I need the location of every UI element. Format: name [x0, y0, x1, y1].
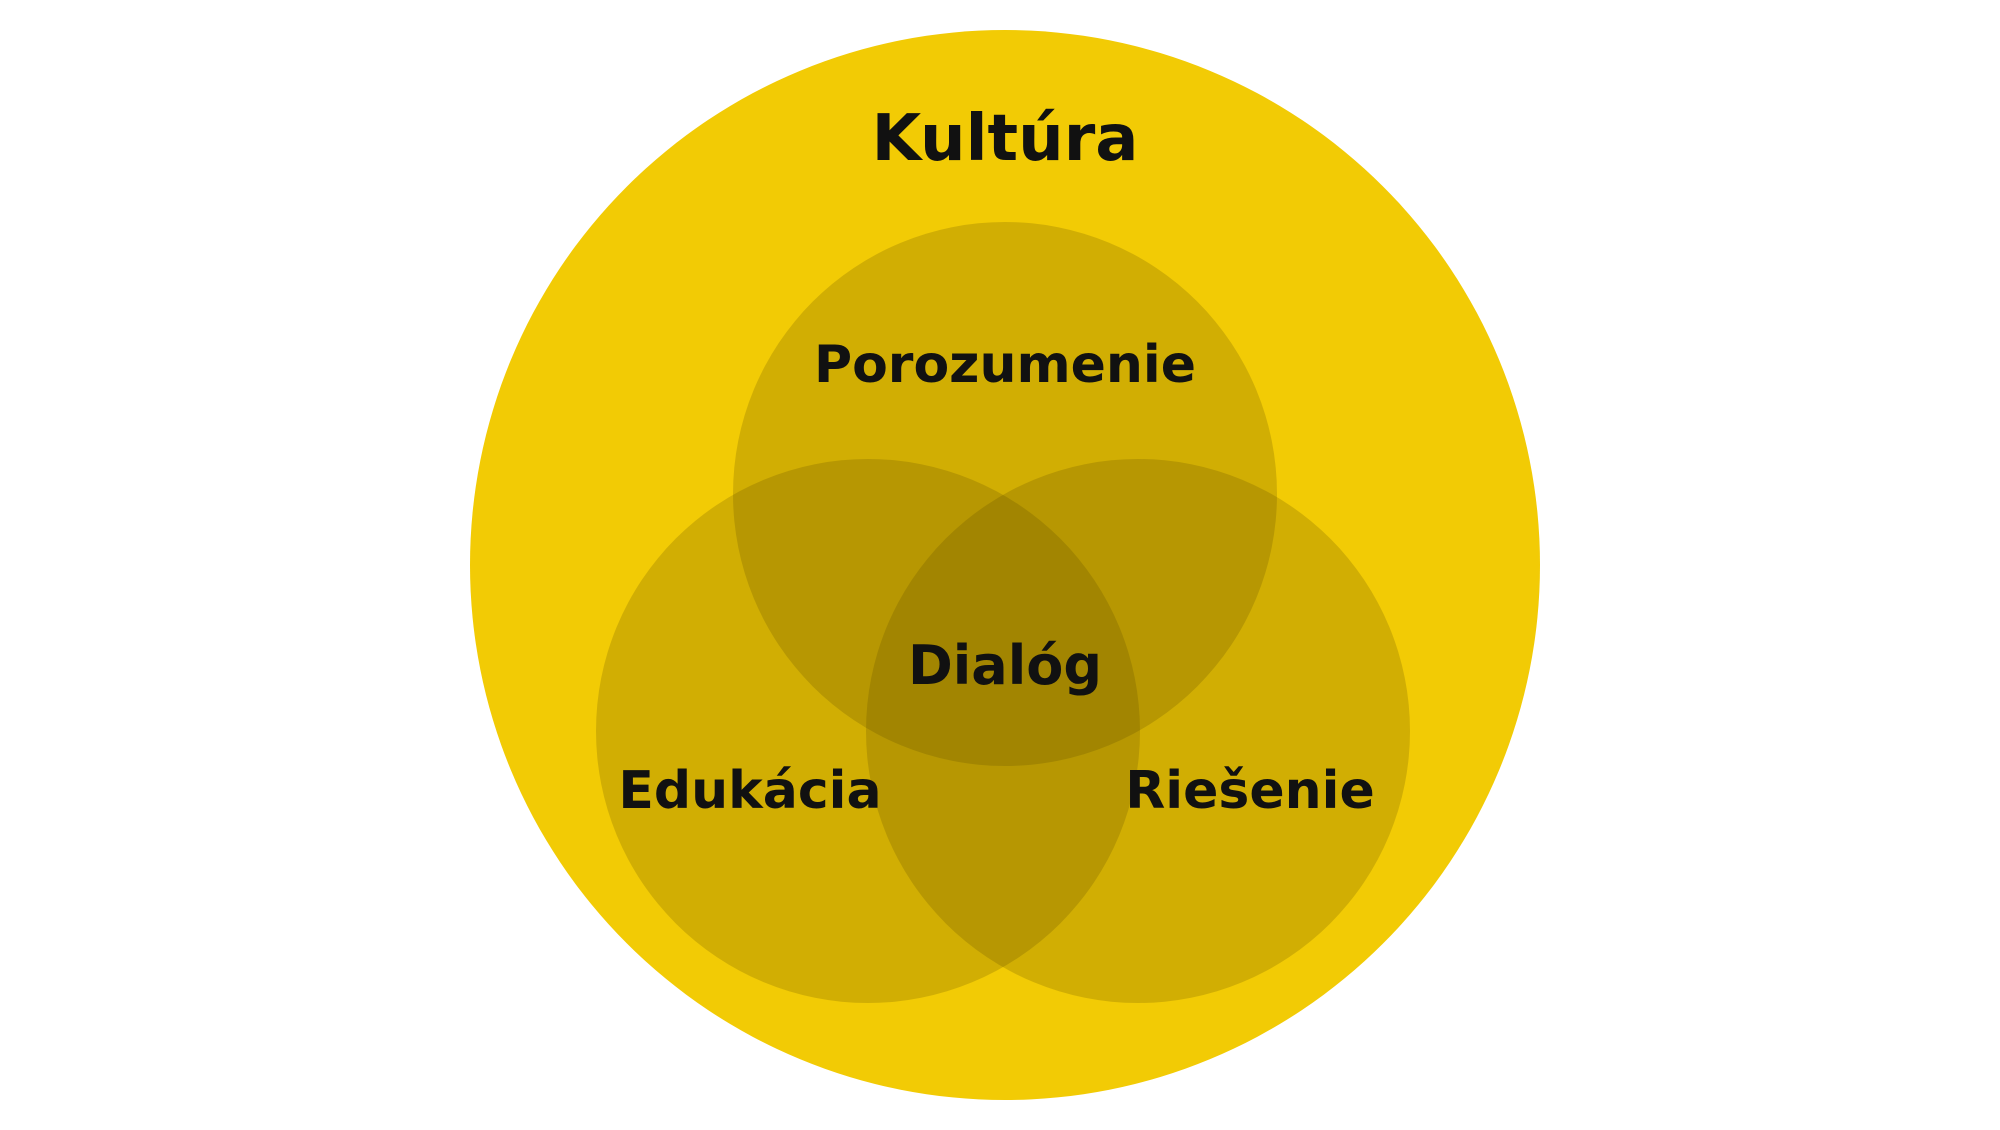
- circle-edukacia: [596, 459, 1140, 1003]
- label-kultura: Kultúra: [872, 102, 1139, 176]
- label-dialog: Dialóg: [908, 634, 1102, 697]
- circle-riesenie: [866, 459, 1410, 1003]
- outer-circle-kultura: [470, 30, 1540, 1100]
- label-riesenie: Riešenie: [1125, 761, 1374, 821]
- label-porozumenie: Porozumenie: [814, 335, 1196, 395]
- label-edukacia: Edukácia: [618, 761, 881, 821]
- circle-porozumenie: [733, 222, 1277, 766]
